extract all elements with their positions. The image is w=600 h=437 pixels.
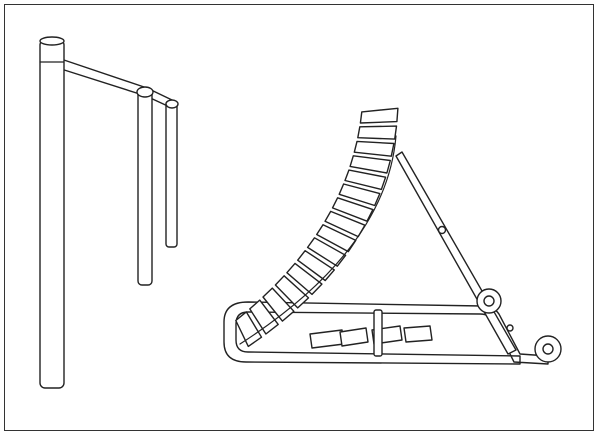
pullup-tall-post bbox=[39, 39, 65, 389]
pullup-joint-middle bbox=[136, 86, 154, 98]
ramp-slat bbox=[344, 169, 387, 191]
strut-bolt bbox=[437, 225, 447, 235]
floor-step-1 bbox=[309, 329, 345, 349]
ramp-inner-rail bbox=[239, 135, 397, 345]
floor-step-2 bbox=[339, 327, 369, 347]
ramp-slat bbox=[357, 125, 398, 140]
lower-wheel-hub bbox=[542, 343, 554, 355]
ramp-slat bbox=[306, 237, 347, 267]
pullup-tall-post-cap bbox=[39, 36, 65, 46]
ramp-slat bbox=[359, 107, 399, 124]
ramp-slat bbox=[331, 197, 374, 222]
base-bolt bbox=[506, 324, 514, 332]
ramp-slat bbox=[353, 140, 395, 157]
curved-ramp-slide bbox=[223, 107, 562, 365]
ramp-center-post bbox=[373, 309, 383, 357]
pullup-short-post bbox=[165, 100, 178, 248]
floor-steps bbox=[309, 325, 433, 349]
ramp-slat bbox=[316, 224, 357, 253]
ramp-slat bbox=[262, 287, 295, 322]
ramp-slat bbox=[338, 183, 381, 207]
ramp-slats bbox=[235, 107, 399, 348]
upper-wheel-hub bbox=[483, 295, 495, 307]
pullup-middle-post bbox=[137, 89, 153, 286]
ramp-slat bbox=[249, 299, 279, 335]
floor-step-4 bbox=[403, 325, 433, 343]
ramp-slat bbox=[297, 250, 335, 282]
pullup-joint-rear bbox=[165, 99, 179, 109]
ramp-slat bbox=[349, 155, 391, 174]
pullup-top-rail bbox=[57, 57, 173, 109]
ramp-diagonal-strut bbox=[395, 151, 517, 355]
ramp-slat bbox=[286, 262, 323, 296]
pull-up-bar bbox=[39, 36, 179, 389]
ramp-slat bbox=[235, 311, 263, 348]
